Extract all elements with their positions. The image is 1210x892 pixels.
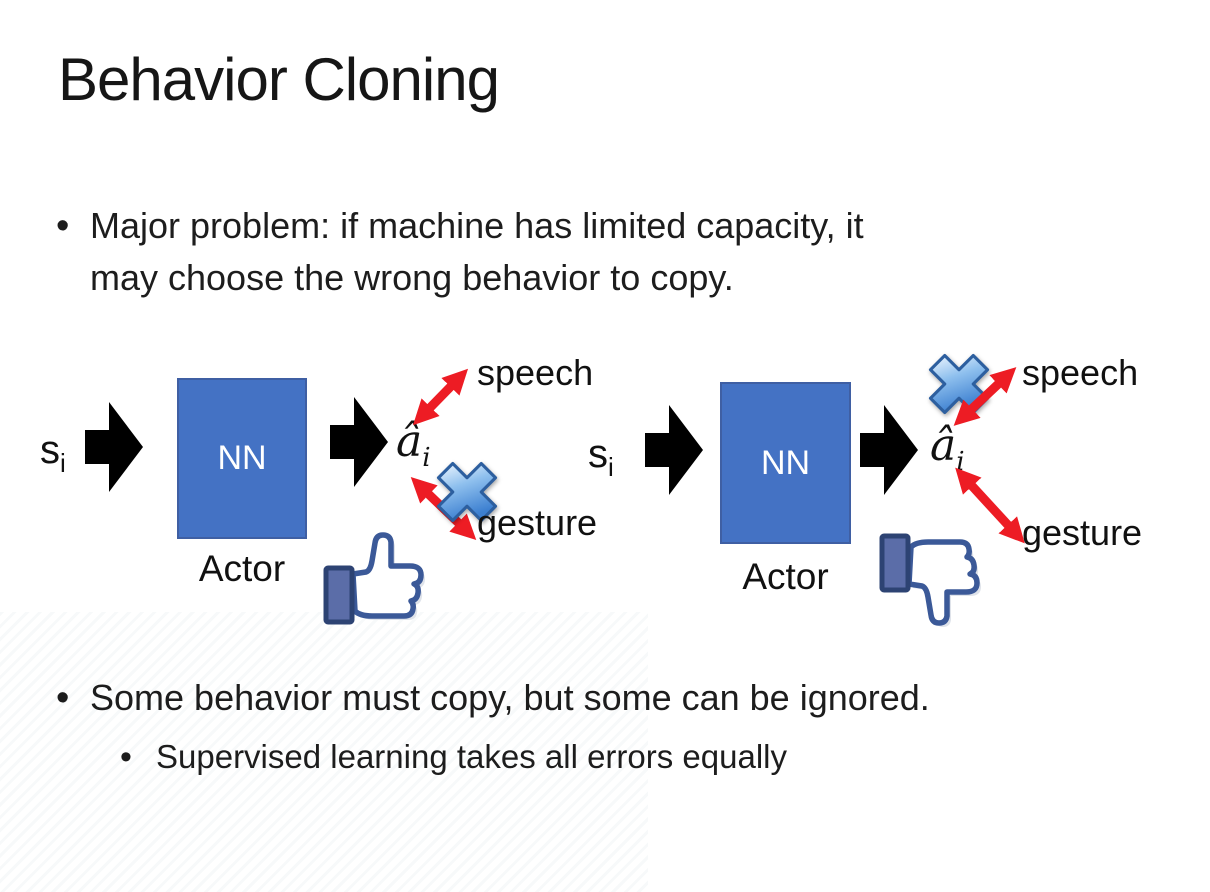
right-nn-box: NN [720, 382, 851, 544]
bullet-dot: • [120, 738, 132, 776]
thumbs-down-icon [879, 533, 981, 627]
right-output-arrow-icon [860, 405, 918, 495]
right-output-base: â [930, 420, 957, 471]
bullet-dot: • [56, 205, 70, 247]
right-output-label: âi [930, 424, 965, 475]
right-input-label: si [588, 434, 614, 480]
left-gesture-label: gesture [477, 502, 598, 543]
left-input-sub: i [60, 448, 66, 478]
left-output-arrow-icon [330, 397, 388, 487]
bullet-line-2: may choose the wrong behavior to copy. [90, 257, 734, 298]
right-input-sub: i [608, 452, 614, 482]
bullet-dot: • [56, 677, 70, 719]
right-nn-label: NN [760, 443, 811, 482]
left-output-base: â [396, 416, 423, 467]
bullet-supervised: • Supervised learning takes all errors e… [120, 732, 787, 782]
right-gesture-label: gesture [1022, 512, 1143, 553]
left-speech-arrow-icon [412, 368, 469, 426]
right-actor-label: Actor [742, 556, 829, 597]
left-input-base: s [40, 428, 60, 472]
left-input-arrow-icon [85, 402, 143, 492]
bullet-supervised-text: Supervised learning takes all errors equ… [156, 738, 787, 775]
left-actor-label: Actor [198, 548, 286, 589]
right-input-base: s [588, 432, 608, 476]
bullet-line-1: Major problem: if machine has limited ca… [90, 205, 864, 246]
left-nn-box: NN [177, 378, 307, 539]
right-input-arrow-icon [645, 405, 703, 495]
left-speech-label: speech [477, 352, 594, 393]
bullet-major-problem: • Major problem: if machine has limited … [56, 200, 864, 304]
bullet-major-problem-text: Major problem: if machine has limited ca… [90, 200, 864, 304]
left-output-sub: i [422, 442, 431, 473]
right-output-sub: i [956, 446, 965, 477]
thumbs-up-icon [323, 532, 425, 625]
bullet-some-behavior: • Some behavior must copy, but some can … [56, 672, 930, 724]
bullet-some-behavior-text: Some behavior must copy, but some can be… [90, 677, 930, 718]
right-speech-arrow-icon [953, 367, 1017, 426]
right-gesture-arrow-icon [955, 467, 1025, 544]
left-nn-label: NN [217, 439, 267, 477]
left-input-label: si [40, 430, 66, 476]
page-title: Behavior Cloning [58, 46, 500, 113]
left-output-label: âi [396, 420, 431, 471]
right-speech-label: speech [1022, 352, 1139, 393]
left-cross-icon [436, 461, 498, 523]
